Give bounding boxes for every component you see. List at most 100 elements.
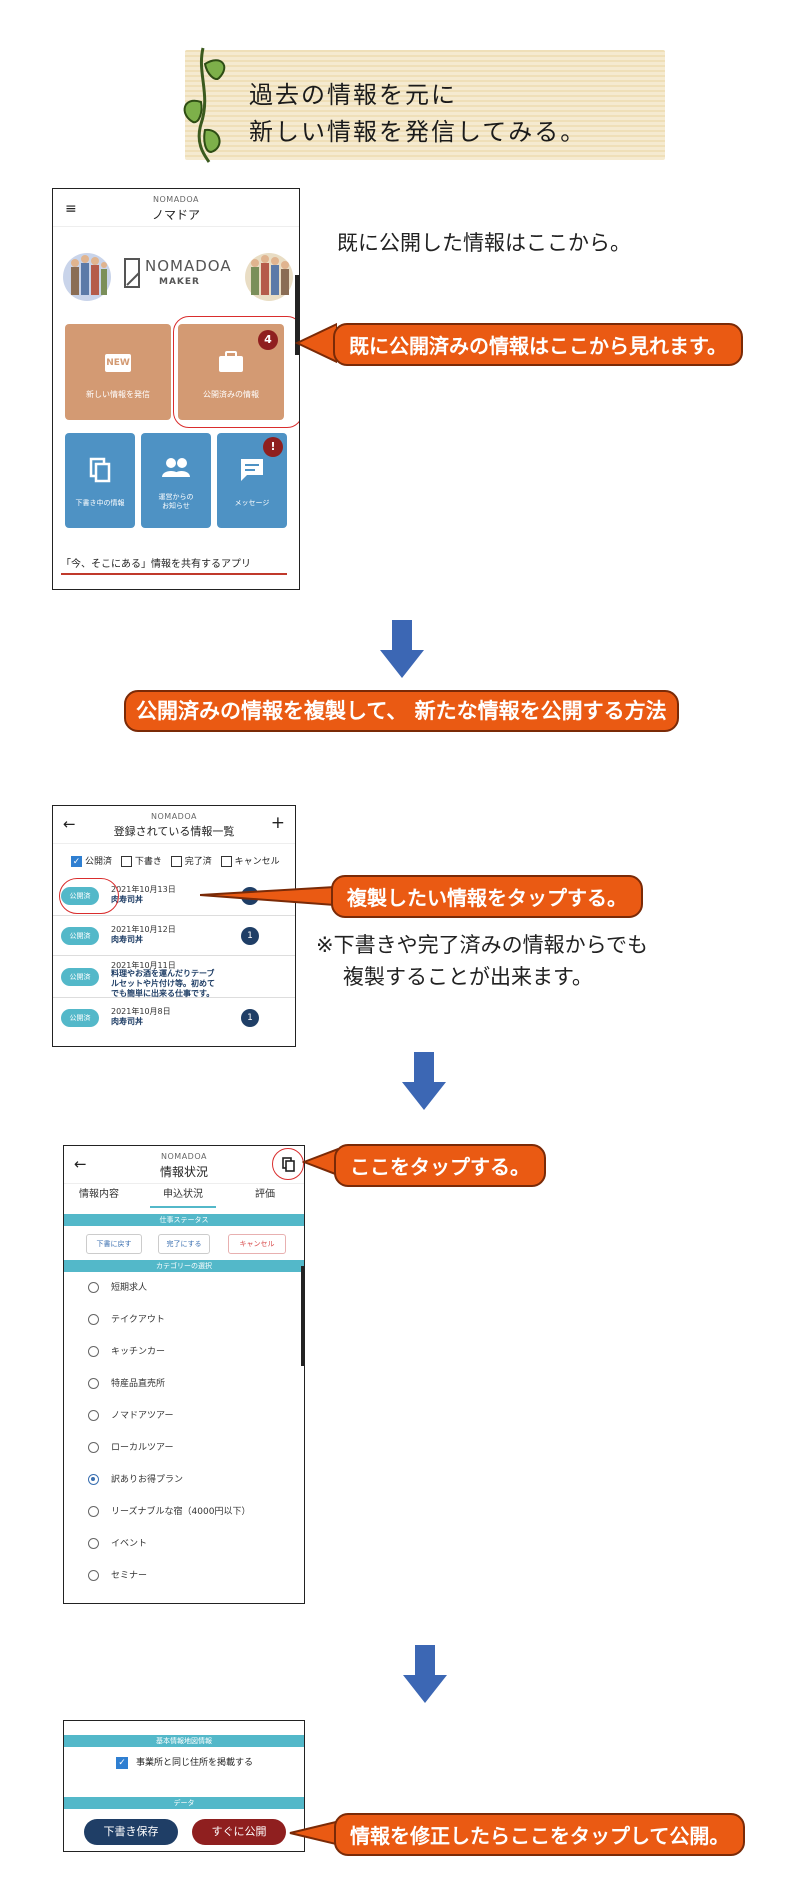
radio-icon xyxy=(88,1442,99,1453)
tile-announcements-label: 運営からの お知らせ xyxy=(158,493,194,511)
filter-draft[interactable]: 下書き xyxy=(120,856,162,867)
hero-logo-text: NOMADOA xyxy=(145,257,232,275)
section-heading: 公開済みの情報を複製して、 新たな情報を公開する方法 xyxy=(124,690,679,732)
revert-draft-button[interactable]: 下書に戻す xyxy=(86,1234,142,1254)
vine-leaf-icon xyxy=(183,47,226,163)
banner-line-1: 過去の情報を元に xyxy=(249,81,457,109)
status-filters: ✓公開済 下書き 完了済 キャンセル xyxy=(71,854,280,867)
callout-tail-2 xyxy=(200,885,335,907)
tile-messages-label: メッセージ xyxy=(234,499,270,507)
tile-messages[interactable]: メッセージ ! xyxy=(217,433,287,528)
checkbox-icon xyxy=(220,856,232,867)
app-top-bar: ≡ NOMADOA ノマドア xyxy=(53,189,299,227)
list-title: 登録されている情報一覧 xyxy=(113,825,235,838)
row-name: 肉寿司丼 xyxy=(111,1017,143,1026)
status-pill: 公開済 xyxy=(61,927,99,945)
tile-new-post-label: 新しい情報を発信 xyxy=(86,390,150,399)
highlight-ring xyxy=(173,316,299,428)
tile-announcements[interactable]: 運営からの お知らせ xyxy=(141,433,211,528)
app-brand: NOMADOA xyxy=(153,195,199,204)
tab-rating[interactable]: 評価 xyxy=(255,1189,275,1200)
down-arrow-icon xyxy=(402,1052,446,1110)
row-count-badge: 1 xyxy=(241,927,259,945)
copy-icon xyxy=(89,457,111,483)
checkbox-icon xyxy=(170,856,182,867)
message-icon xyxy=(241,459,263,481)
tile-published[interactable]: 公開済みの情報 4 xyxy=(178,324,284,420)
row-date: 2021年10月12日 xyxy=(111,925,176,934)
radio-icon xyxy=(88,1346,99,1357)
same-address-checkbox[interactable]: ✓事業所と同じ住所を掲載する xyxy=(116,1755,253,1769)
list-row[interactable]: 公開済 2021年10月8日 肉寿司丼 1 xyxy=(53,998,295,1038)
app-tagline: 「今、そこにある」情報を共有するアプリ xyxy=(61,559,251,570)
category-option[interactable]: リーズナブルな宿（4000円以下） xyxy=(88,1503,250,1521)
message-alert-badge: ! xyxy=(263,437,283,457)
category-option[interactable]: イベント xyxy=(88,1535,147,1553)
radio-icon xyxy=(88,1410,99,1421)
radio-selected-icon xyxy=(88,1474,99,1485)
category-option[interactable]: ノマドアツアー xyxy=(88,1407,173,1425)
category-option[interactable]: 特産品直売所 xyxy=(88,1375,165,1393)
briefcase-icon xyxy=(219,351,243,372)
new-icon: NEW xyxy=(105,354,131,372)
down-arrow-icon xyxy=(403,1645,447,1703)
tile-drafts[interactable]: 下書き中の情報 xyxy=(65,433,135,528)
callout-tail-3 xyxy=(302,1147,338,1177)
detail-title: 情報状況 xyxy=(159,1165,208,1179)
back-arrow-icon[interactable]: ← xyxy=(63,815,76,833)
callout-tail-4 xyxy=(289,1820,336,1846)
filter-done[interactable]: 完了済 xyxy=(170,856,212,867)
filter-cancel[interactable]: キャンセル xyxy=(220,856,280,867)
publish-now-button[interactable]: すぐに公開 xyxy=(192,1819,286,1845)
category-option[interactable]: キッチンカー xyxy=(88,1343,165,1361)
radio-icon xyxy=(88,1282,99,1293)
radio-icon xyxy=(88,1538,99,1549)
status-pill: 公開済 xyxy=(61,968,99,986)
menu-icon[interactable]: ≡ xyxy=(65,201,77,217)
radio-icon xyxy=(88,1506,99,1517)
row-highlight-ring xyxy=(59,878,119,914)
tab-applications[interactable]: 申込状況 xyxy=(150,1184,216,1208)
filter-published[interactable]: ✓公開済 xyxy=(71,856,113,867)
step2-note-line-1: ※下書きや完了済みの情報からでも xyxy=(316,933,648,957)
radio-icon xyxy=(88,1570,99,1581)
tile-drafts-label: 下書き中の情報 xyxy=(75,499,125,507)
down-arrow-icon xyxy=(380,620,424,678)
phone-publish-screenshot: 基本情報地図情報 ✓事業所と同じ住所を掲載する データ 下書き保存 すぐに公開 xyxy=(63,1720,305,1852)
list-row[interactable]: 公開済 2021年10月12日 肉寿司丼 1 xyxy=(53,916,295,956)
category-option[interactable]: セミナー xyxy=(88,1567,147,1585)
checkbox-icon xyxy=(120,856,132,867)
map-info-section-header: 基本情報地図情報 xyxy=(64,1735,304,1747)
callout-tail-1 xyxy=(295,322,337,364)
tile-new-post[interactable]: NEW 新しい情報を発信 xyxy=(65,324,171,420)
people-illustration-right-icon xyxy=(245,253,293,301)
add-icon[interactable]: + xyxy=(270,813,285,833)
scrollbar[interactable] xyxy=(301,1266,304,1366)
hero-logo-area: NOMADOA MAKER xyxy=(61,247,293,307)
people-illustration-left-icon xyxy=(63,253,111,301)
cancel-button[interactable]: キャンセル xyxy=(228,1234,286,1254)
app-title: ノマドア xyxy=(151,208,200,222)
save-draft-button[interactable]: 下書き保存 xyxy=(84,1819,178,1845)
row-count-badge: 1 xyxy=(241,1009,259,1027)
tagline-underline xyxy=(61,573,287,575)
tab-info[interactable]: 情報内容 xyxy=(79,1189,119,1200)
callout-copy-button: ここをタップする。 xyxy=(334,1144,546,1187)
callout-published: 既に公開済みの情報はここから見れます。 xyxy=(333,323,743,366)
status-pill: 公開済 xyxy=(61,1009,99,1027)
category-option[interactable]: ローカルツアー xyxy=(88,1439,173,1457)
category-option[interactable]: テイクアウト xyxy=(88,1311,165,1329)
copy-highlight-ring xyxy=(272,1148,304,1180)
radio-icon xyxy=(88,1314,99,1325)
mark-complete-button[interactable]: 完了にする xyxy=(158,1234,210,1254)
list-top-bar: ← NOMADOA 登録されている情報一覧 + xyxy=(53,806,295,844)
category-option-selected[interactable]: 訳ありお得プラン xyxy=(88,1471,183,1489)
list-row[interactable]: 公開済 2021年10月11日 料理やお酒を運んだりテーブ ルセットや片付け等。… xyxy=(53,956,295,998)
radio-icon xyxy=(88,1378,99,1389)
detail-brand: NOMADOA xyxy=(161,1152,207,1161)
row-date: 2021年10月8日 xyxy=(111,1007,171,1016)
back-arrow-icon[interactable]: ← xyxy=(74,1155,87,1173)
scrollbar[interactable] xyxy=(295,275,299,355)
row-date: 2021年10月13日 xyxy=(111,885,176,894)
category-option[interactable]: 短期求人 xyxy=(88,1279,147,1297)
